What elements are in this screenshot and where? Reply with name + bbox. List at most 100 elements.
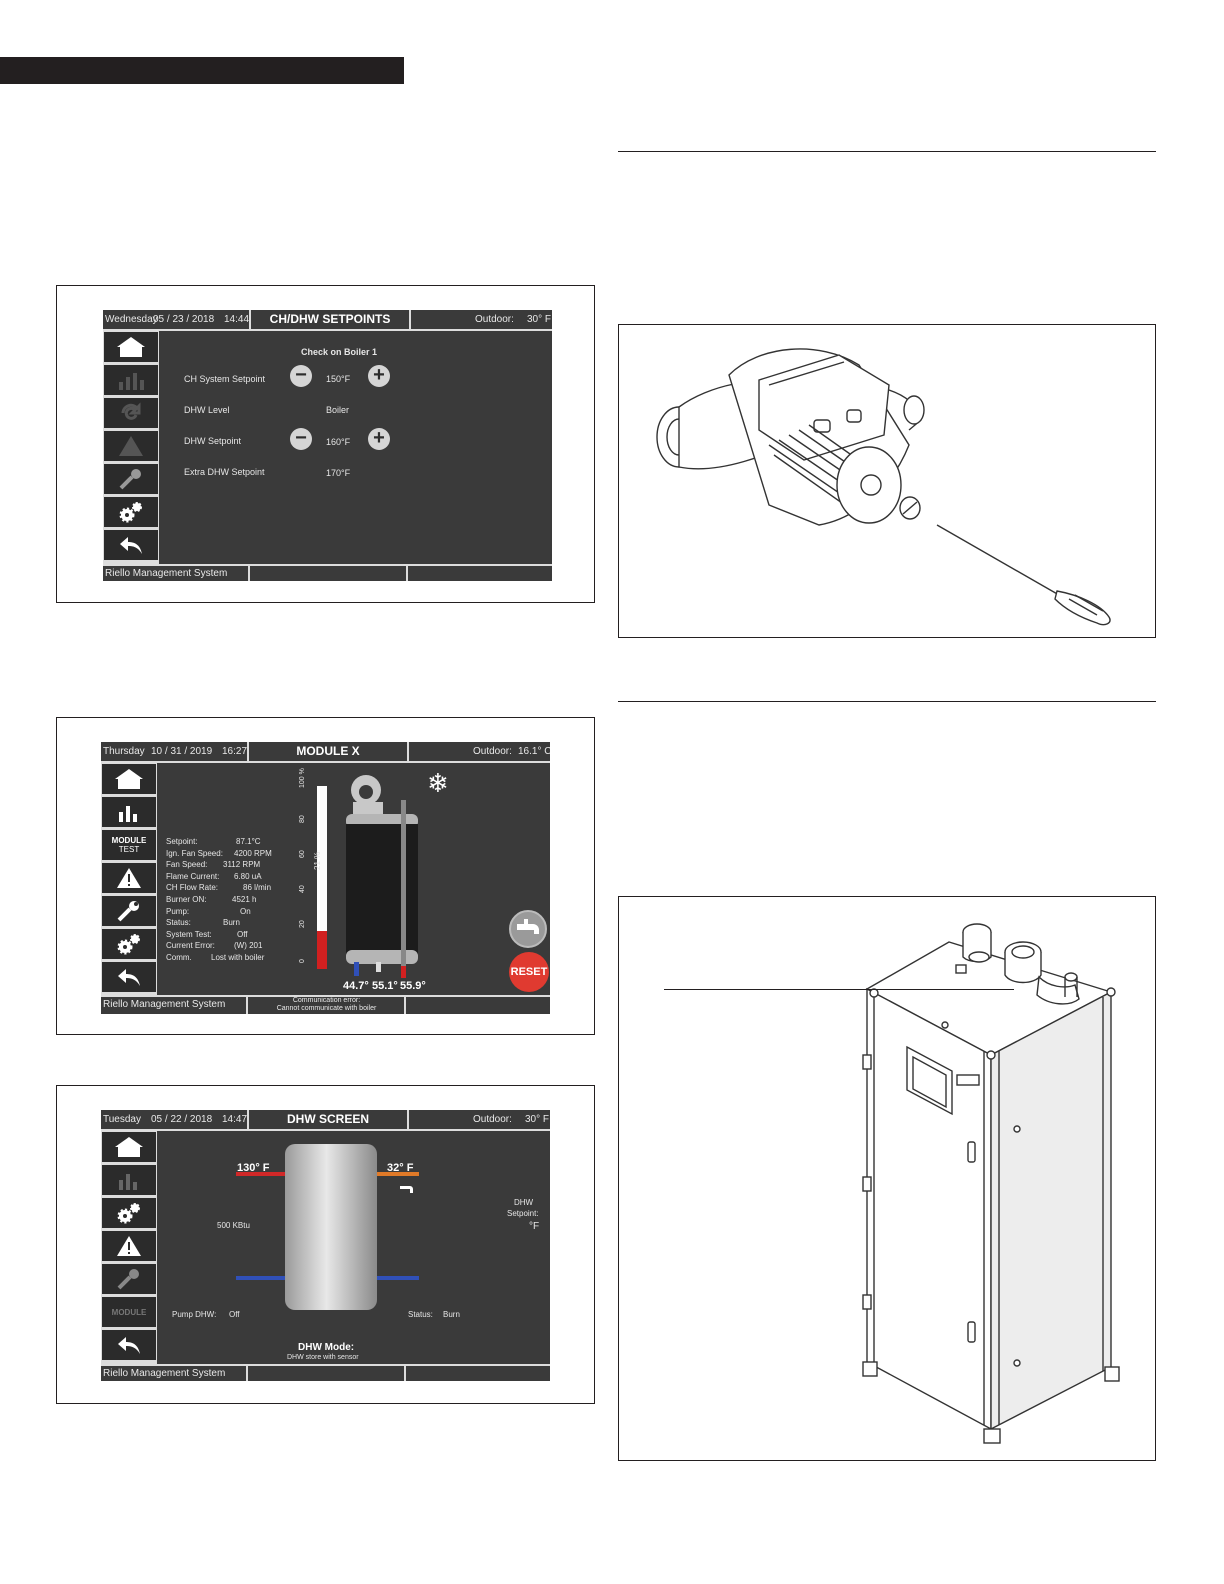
section-header-bar [0, 57, 404, 84]
dhw-tap-button[interactable] [509, 910, 547, 948]
figure-frame-dhw: Tuesday 05 / 22 / 2018 14:47 DHW SCREEN … [56, 1085, 595, 1404]
dhw-level-value: Boiler [326, 405, 350, 415]
info-label: Flame Current: [166, 871, 220, 881]
reset-button[interactable]: RESET [509, 952, 549, 992]
dhw-mode-label: DHW Mode: [298, 1342, 355, 1353]
pump-dhw-label: Pump DHW: [172, 1310, 217, 1319]
header-day: Thursday [103, 746, 145, 757]
pump-screwdriver-illustration [656, 348, 1111, 626]
info-label: Burner ON: [166, 895, 207, 904]
chart-button[interactable] [102, 797, 156, 827]
back-button[interactable] [102, 962, 156, 992]
sidebar: MODULE TEST [101, 763, 157, 997]
screen-header: Thursday 10 / 31 / 2019 16:27 MODULE X O… [101, 742, 550, 763]
temp-middle: 55.1° [372, 980, 398, 992]
chart-button[interactable] [104, 365, 158, 395]
status-label: Status: [408, 1310, 433, 1319]
info-label: CH Flow Rate: [166, 883, 219, 893]
warning-icon [119, 436, 143, 456]
home-icon [117, 337, 145, 357]
settings-button[interactable] [104, 497, 158, 527]
dhw-setpoint-minus-button[interactable]: − [290, 428, 312, 450]
info-label: Setpoint: [166, 837, 198, 846]
dhw-setpoint-label-2: Setpoint: [507, 1209, 539, 1218]
module-button-label: MODULE [111, 836, 147, 845]
dhw-setpoint-plus-button[interactable]: + [368, 428, 390, 450]
home-button[interactable] [102, 1132, 156, 1162]
dhw-tank-drawing [236, 1144, 419, 1310]
gears-icon [119, 502, 142, 523]
service-button[interactable] [104, 464, 158, 494]
home-button[interactable] [104, 332, 158, 362]
back-button[interactable] [104, 530, 158, 560]
footer-divider [246, 1366, 248, 1381]
dhw-setpoint-label: DHW Setpoint [184, 436, 242, 446]
section-rule-middle [618, 701, 1156, 702]
home-icon [115, 1137, 143, 1157]
refresh-button[interactable] [104, 398, 158, 428]
settings-button[interactable] [102, 1198, 156, 1228]
screen-footer: Riello Management System [103, 564, 552, 581]
alarm-button[interactable] [102, 1231, 156, 1261]
warning-icon [117, 868, 141, 888]
footer-system-name: Riello Management System [105, 568, 228, 579]
bar-chart-icon [119, 373, 144, 390]
alarm-button[interactable] [102, 863, 156, 893]
back-arrow-icon [118, 969, 140, 986]
footer-divider [406, 566, 408, 581]
gears-icon [117, 934, 140, 955]
gears-icon [117, 1203, 140, 1224]
info-label: Status: [166, 918, 191, 928]
warning-icon [117, 1236, 141, 1256]
info-value: 4521 h [232, 895, 257, 904]
screen-header: Wednesday 05 / 23 / 2018 14:44 CH/DHW SE… [103, 310, 552, 331]
modulation-gauge-fill [317, 930, 327, 969]
info-label: System Test: [166, 929, 212, 939]
wrench-icon [117, 1269, 139, 1290]
faucet-icon [517, 919, 539, 934]
figure-frame-boiler [618, 896, 1156, 1461]
info-label: Pump: [166, 906, 190, 916]
home-button[interactable] [102, 764, 156, 794]
info-label: Current Error: [166, 941, 215, 951]
gauge-tick-label: 80 [299, 815, 306, 823]
header-date: 10 / 31 / 2019 [151, 746, 213, 757]
back-button[interactable] [102, 1330, 156, 1360]
chart-button[interactable] [102, 1165, 156, 1195]
ch-setpoint-minus-button[interactable]: − [290, 365, 312, 387]
refresh-icon [121, 402, 141, 420]
tap-icon [400, 1186, 413, 1193]
alarm-button[interactable] [104, 431, 158, 461]
sidebar: MODULE [101, 1131, 157, 1364]
dhw-setpoint-label-1: DHW [514, 1198, 534, 1207]
service-button[interactable] [102, 1264, 156, 1294]
module-button[interactable]: MODULE [102, 1297, 156, 1327]
gauge-level-label: 21 % [313, 851, 322, 870]
gauge-tick-label: 60 [299, 850, 306, 858]
service-button[interactable] [102, 896, 156, 926]
info-value: (W) 201 [234, 941, 263, 951]
module-test-button[interactable]: MODULE TEST [102, 830, 156, 860]
boiler-unit-illustration [862, 923, 1120, 1444]
extra-dhw-setpoint-label: Extra DHW Setpoint [184, 467, 265, 477]
settings-button[interactable] [102, 929, 156, 959]
info-value: On [240, 906, 251, 916]
gauge-tick-label: 0 [299, 959, 306, 963]
footer-divider [404, 1366, 406, 1381]
bar-chart-icon [119, 1174, 137, 1190]
extra-dhw-setpoint-value: 170°F [326, 468, 351, 478]
sidebar [103, 331, 159, 564]
screen-header: Tuesday 05 / 22 / 2018 14:47 DHW SCREEN … [101, 1110, 550, 1131]
figure-frame-setpoints: Wednesday 05 / 23 / 2018 14:44 CH/DHW SE… [56, 285, 595, 603]
ch-setpoint-value: 150°F [326, 374, 351, 384]
screen-title: MODULE X [247, 742, 409, 761]
back-arrow-icon [120, 537, 142, 554]
module-button-sublabel: TEST [118, 845, 140, 854]
outdoor-value: 16.1° C [518, 746, 550, 757]
outdoor-label: Outdoor: [473, 746, 512, 757]
ch-setpoint-plus-button[interactable]: + [368, 365, 390, 387]
footer-error-detail: Cannot communicate with boiler [276, 1005, 377, 1012]
temp-return: 44.7° [343, 980, 369, 992]
info-value: 3112 RPM [223, 860, 261, 870]
info-label: Fan Speed: [166, 860, 208, 870]
